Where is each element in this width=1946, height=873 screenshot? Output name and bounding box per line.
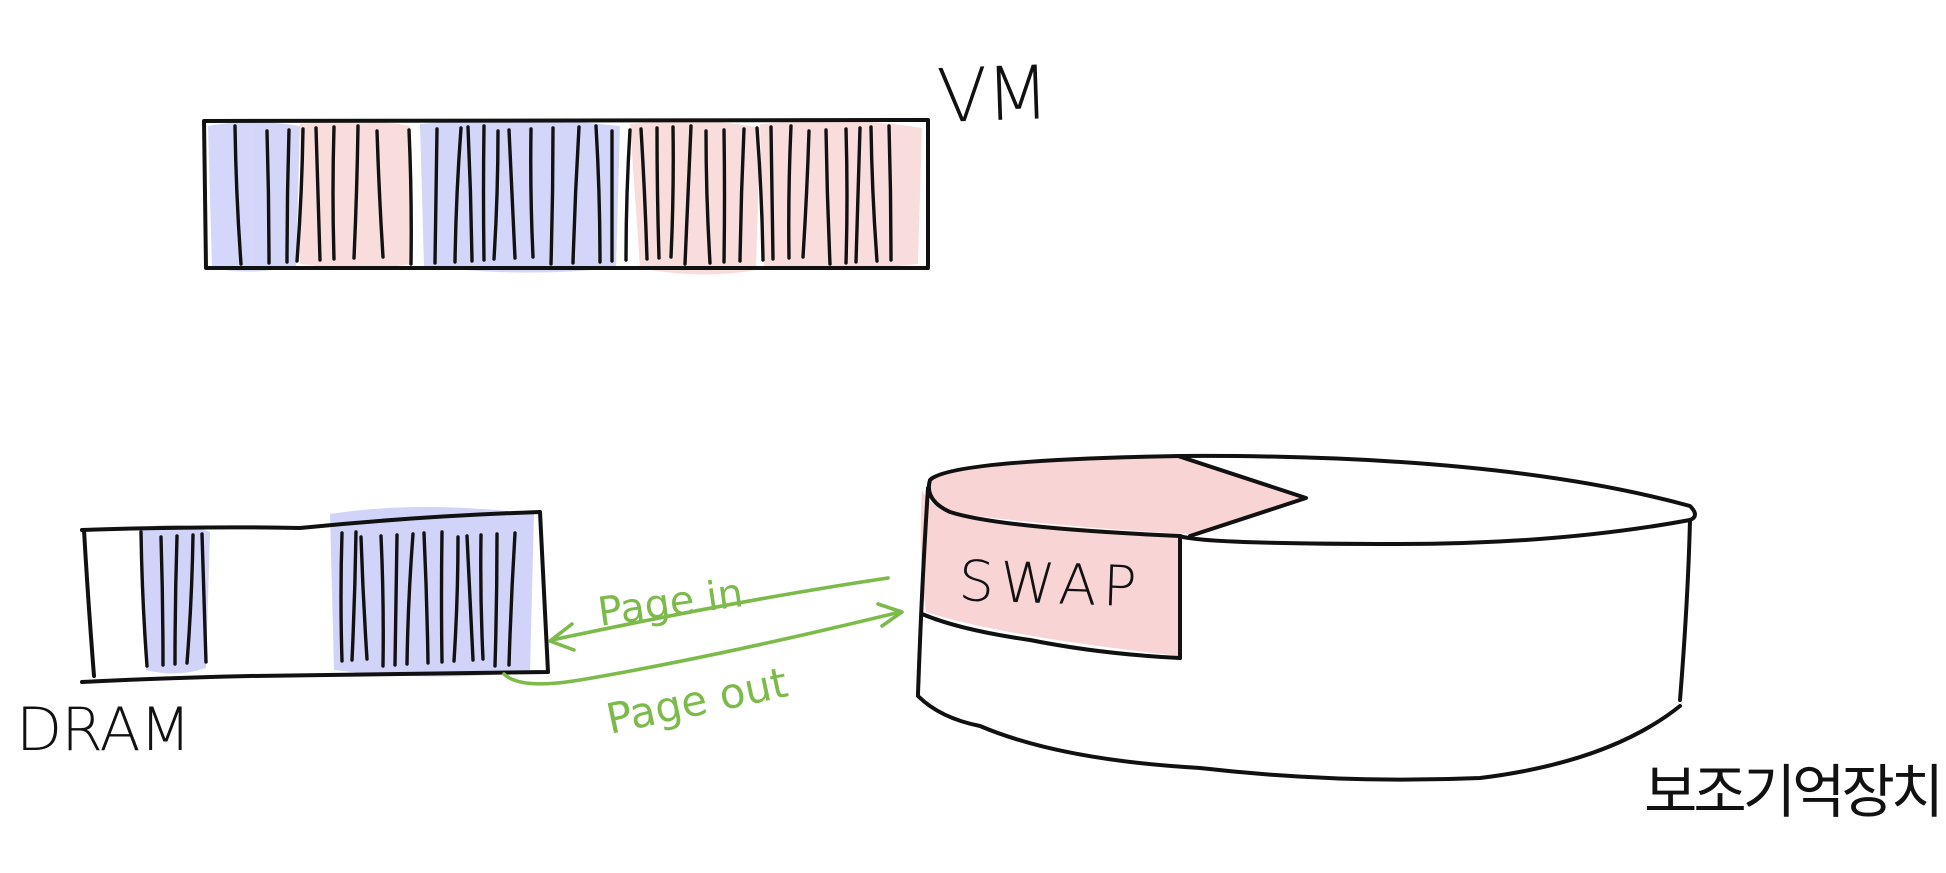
swap-wedge (1176, 454, 1308, 538)
vm-page-line (407, 128, 413, 266)
page-in-arrow (550, 576, 890, 642)
vm-page-line (854, 126, 862, 264)
dram-page-line (339, 531, 344, 663)
swap-label: SWAP (958, 549, 1144, 620)
dram-blue-region-2 (330, 507, 534, 677)
dram-bar-left-edge (82, 528, 96, 678)
vm-blue-region-1 (208, 122, 300, 272)
page-out-arrow (502, 610, 902, 686)
vm-page-line (639, 127, 649, 261)
dram-page-line (139, 530, 149, 668)
dram-page-line (350, 530, 358, 662)
vm-page-line (624, 128, 632, 262)
vm-page-line (787, 124, 793, 260)
page-in-arrowhead (548, 622, 576, 652)
vm-page-line (655, 126, 661, 260)
vm-page-line (375, 129, 385, 259)
vm-page-line (669, 125, 675, 259)
dram-page-line (479, 533, 485, 661)
vm-page-line (453, 126, 463, 264)
vm-pink-region-2 (630, 120, 760, 275)
dram-page-line (493, 532, 499, 668)
storage-label: 보조기억장치 (1644, 758, 1940, 826)
dram-highlights (142, 507, 534, 677)
dram-page-line (439, 530, 444, 664)
vm-page-line (314, 126, 322, 262)
disk-right-side (1678, 518, 1692, 702)
vm-page-line (492, 129, 500, 261)
vm-page-line (722, 128, 727, 264)
page-out-arrowhead (876, 602, 904, 628)
vm-page-line (481, 124, 486, 262)
vm-page-line (433, 127, 439, 265)
vm-label: VM (936, 50, 1049, 140)
page-in-label: Page in (595, 570, 746, 636)
dram-page-line (465, 534, 475, 662)
dram-bar-frame (80, 510, 550, 684)
swap-bottom-edge (920, 612, 1182, 660)
disk-left-side (916, 486, 930, 696)
vm-page-line (824, 128, 832, 266)
vm-page-line (801, 129, 811, 259)
vm-page-line (594, 124, 602, 264)
disk-bottom-curve (916, 694, 1682, 782)
vm-page-line (683, 124, 693, 266)
dram-page-line (452, 535, 460, 663)
vm-page-line (331, 125, 336, 261)
vm-page-line (233, 124, 243, 266)
vm-page-line (755, 126, 765, 262)
storage-disk: SWAP 보조기억장치 (916, 453, 1944, 826)
dram-page-line (200, 532, 208, 664)
dram-label: DRAM (16, 695, 190, 765)
vm-page-line (549, 126, 555, 266)
dram-page-line (405, 532, 415, 666)
dram-bar: DRAM (16, 507, 550, 765)
dram-page-lines (139, 530, 517, 668)
vm-page-line (466, 125, 474, 263)
vm-page-line (285, 128, 291, 264)
vm-pink-region-3 (760, 120, 922, 269)
dram-page-line (159, 535, 165, 667)
vm-page-lines (233, 124, 893, 266)
disk-top-ellipse (927, 453, 1697, 546)
vm-page-line (738, 127, 746, 263)
dram-page-line (393, 533, 399, 667)
vm-page-line (869, 125, 879, 263)
dram-page-line (507, 531, 517, 667)
vm-bar-frame (202, 118, 930, 270)
vm-page-line (571, 125, 581, 265)
vm-page-line (529, 127, 535, 259)
page-transfer-arrows: Page in Page out (502, 570, 904, 744)
vm-page-line (887, 124, 893, 262)
vm-page-line (352, 124, 360, 260)
vm-blue-region-2 (420, 119, 620, 273)
dram-page-line (185, 533, 195, 665)
dram-page-line (359, 535, 369, 661)
vm-page-line (769, 125, 775, 261)
vm-page-line (704, 129, 712, 265)
dram-page-line (422, 531, 430, 665)
vm-page-line (844, 127, 849, 265)
dram-page-line (379, 534, 385, 668)
dram-page-line (173, 534, 179, 666)
vm-page-line (295, 127, 305, 263)
swap-top-highlight (928, 456, 1306, 534)
vm-page-line (507, 128, 517, 260)
vm-bar: VM (202, 50, 1049, 275)
vm-page-line (265, 129, 271, 265)
